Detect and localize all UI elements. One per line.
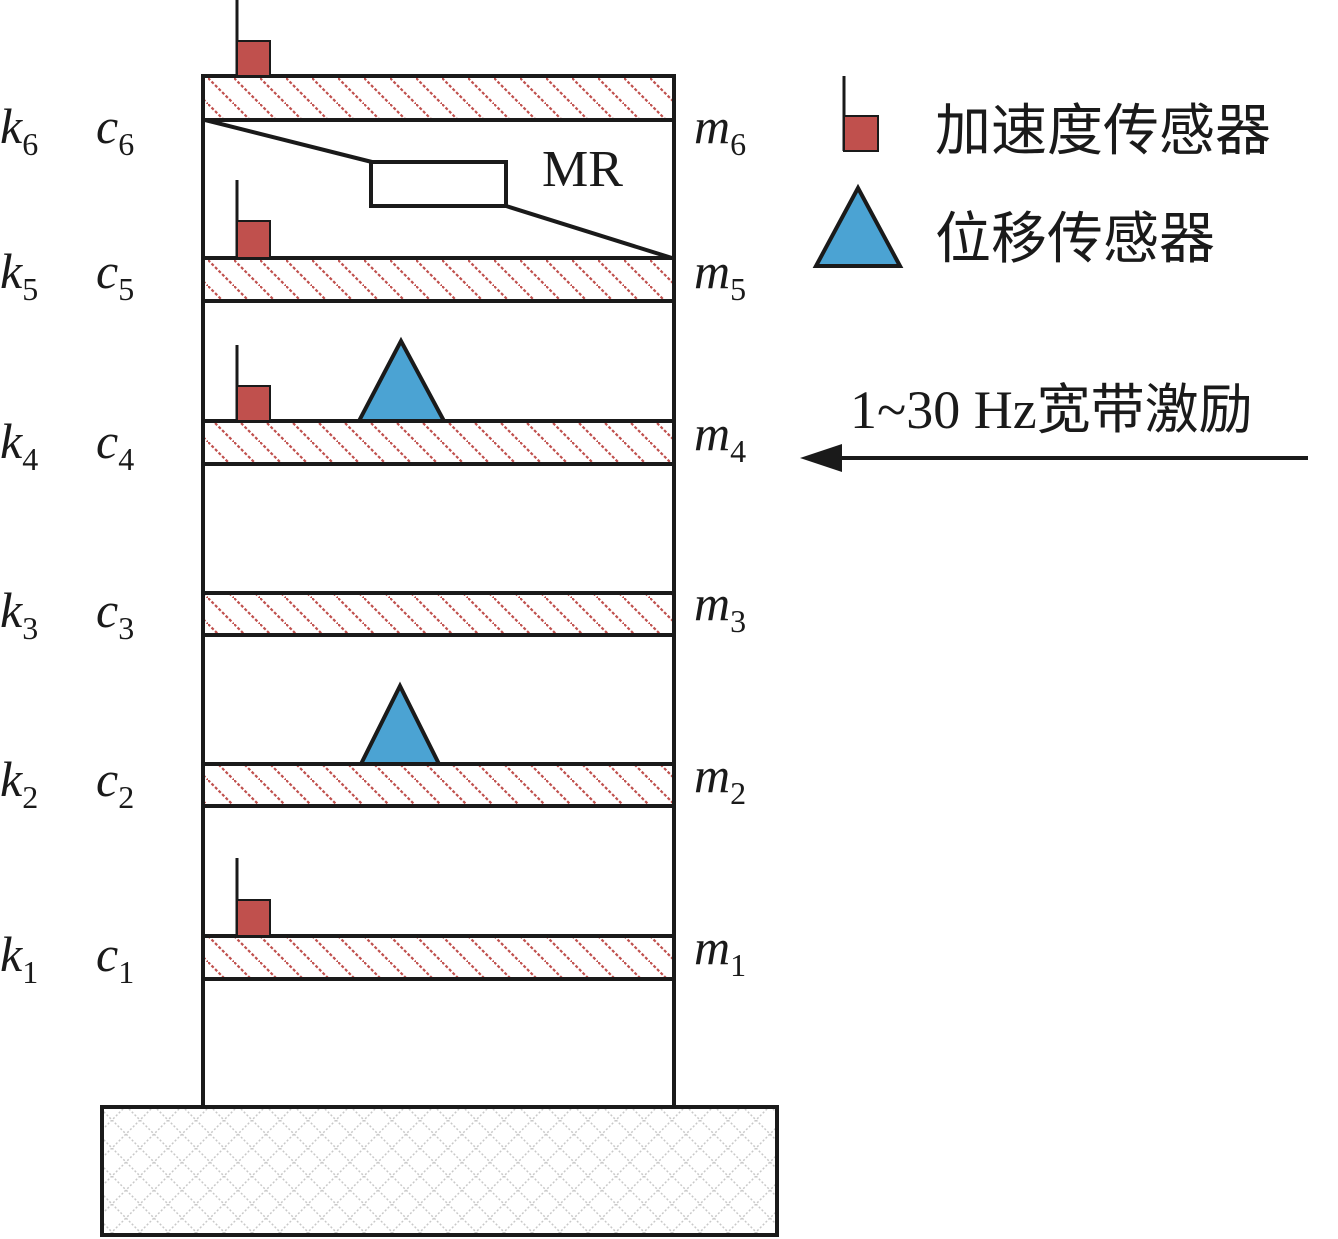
floor-slab-3 [201, 591, 676, 637]
accelerometer-icon [235, 180, 271, 259]
damping-label: c3 [96, 582, 134, 646]
ground-base [100, 1105, 779, 1237]
mass-label: m5 [694, 243, 746, 307]
stiffness-label: k1 [0, 926, 38, 990]
floor-slab-5 [201, 256, 676, 303]
excitation-label: 1~30 Hz宽带激励 [850, 380, 1253, 440]
legend-accelerometer-label: 加速度传感器 [935, 99, 1271, 164]
mass-label: m6 [694, 98, 746, 162]
floor-slab-6 [201, 74, 676, 122]
displacement-sensor-icon [357, 681, 443, 766]
damping-labels: c6 c5 c4 c3 c2 c1 [96, 98, 134, 990]
mass-label: m1 [694, 919, 746, 983]
mr-damper-label: MR [542, 141, 623, 198]
legend-accelerometer-icon [842, 76, 879, 152]
accelerometer-icon [235, 345, 271, 422]
legend-displacement-label: 位移传感器 [935, 207, 1215, 272]
damping-label: c1 [96, 926, 134, 990]
damping-label: c4 [96, 413, 134, 477]
floor-slab-2 [201, 762, 676, 808]
mr-damper [204, 118, 673, 260]
stiffness-label: k4 [0, 413, 38, 477]
stiffness-label: k5 [0, 243, 38, 307]
excitation-arrow [800, 444, 1308, 472]
accelerometer-icon [235, 0, 271, 77]
stiffness-labels: k6 k5 k4 k3 k2 k1 [0, 98, 38, 990]
damping-label: c2 [96, 751, 134, 815]
floor-slab-4 [201, 419, 676, 466]
floor-slab-1 [201, 934, 676, 981]
stiffness-label: k3 [0, 582, 38, 646]
accelerometer-icon [235, 858, 271, 937]
mass-label: m3 [694, 575, 746, 639]
damping-label: c6 [96, 98, 134, 162]
mass-label: m4 [694, 405, 746, 469]
mass-labels: m6 m5 m4 m3 m2 m1 [694, 98, 746, 983]
legend: 加速度传感器 位移传感器 [812, 76, 1271, 272]
mass-label: m2 [694, 747, 746, 811]
displacement-sensor-icon [355, 336, 448, 423]
legend-displacement-sensor-icon [812, 183, 904, 268]
stiffness-label: k6 [0, 98, 38, 162]
stiffness-label: k2 [0, 751, 38, 815]
damping-label: c5 [96, 243, 134, 307]
